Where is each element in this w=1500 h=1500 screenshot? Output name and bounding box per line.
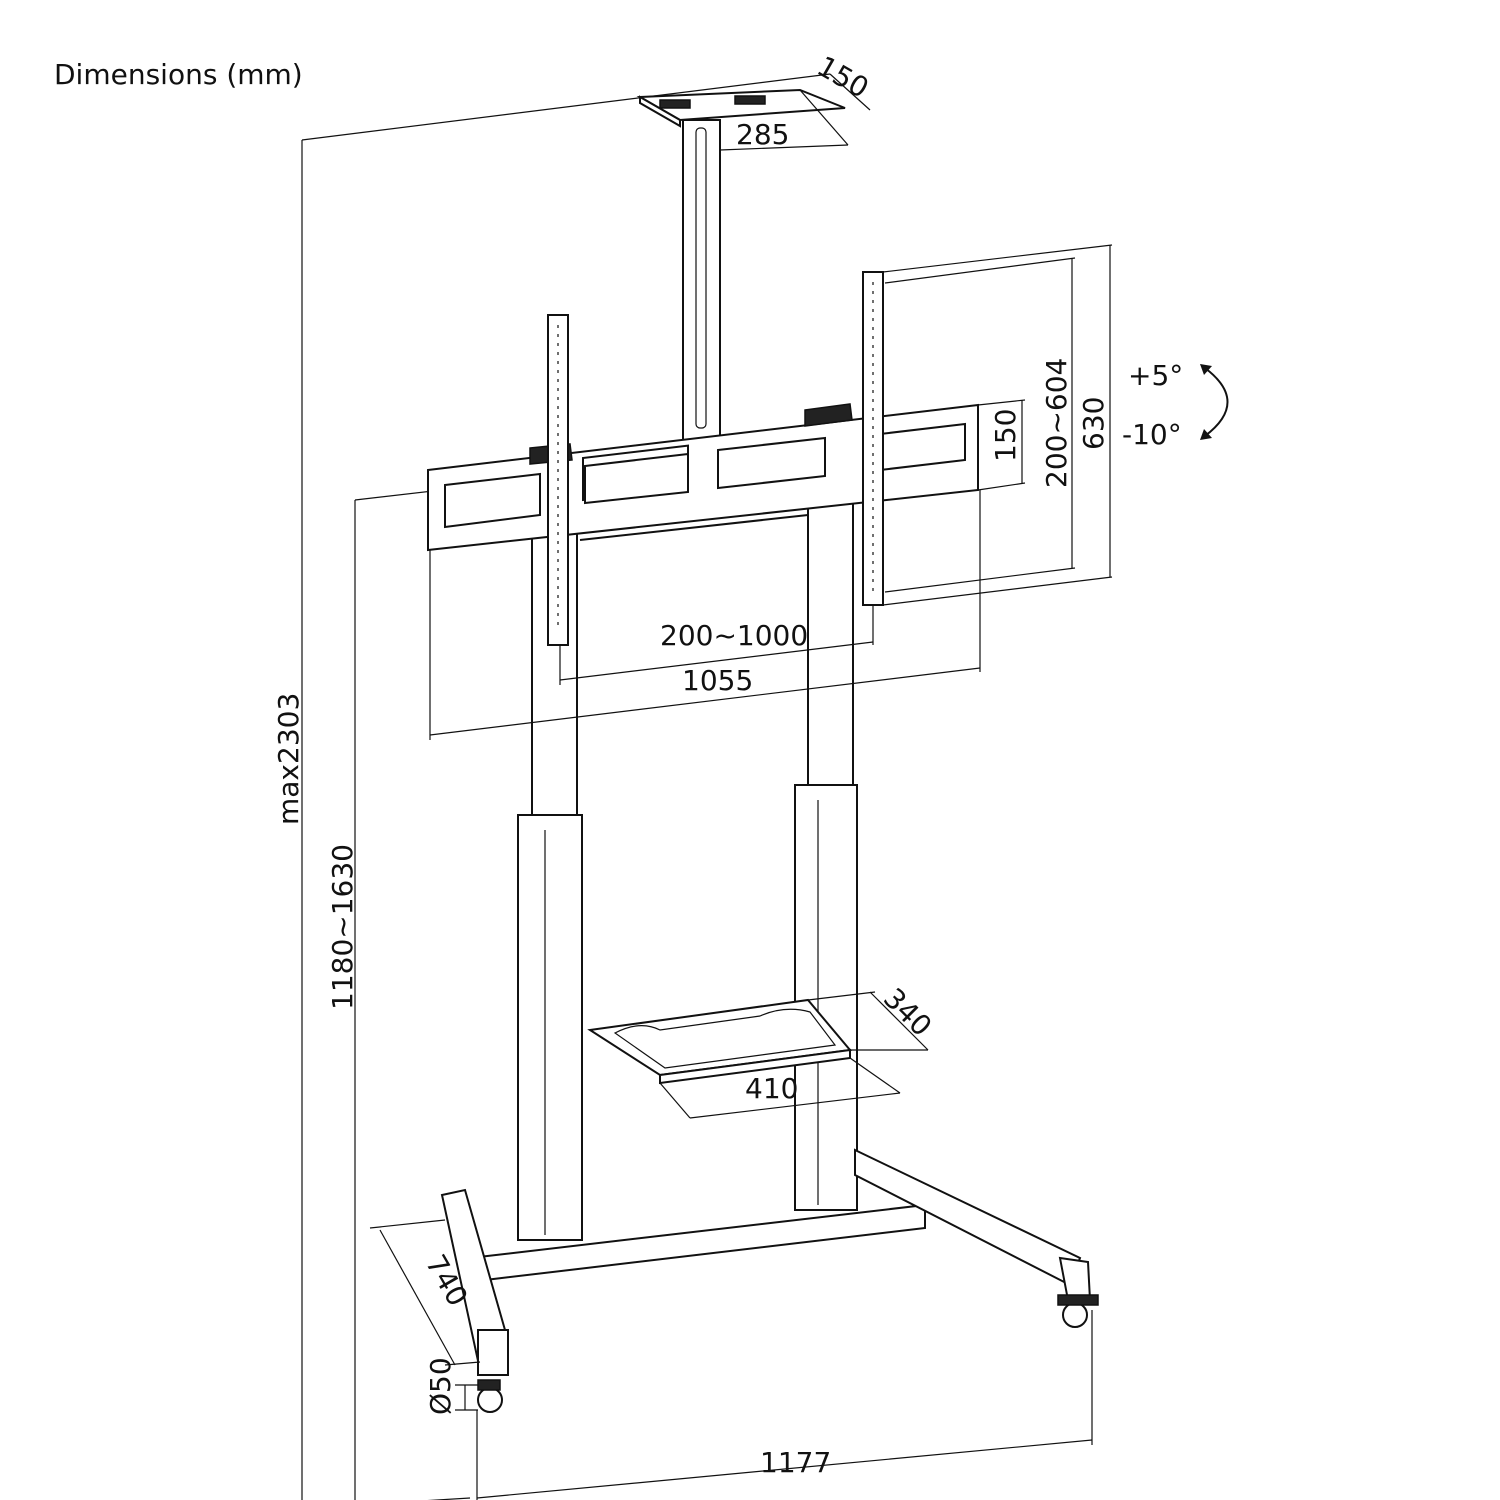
vesa-horizontal-label: 200~1000 xyxy=(660,619,808,652)
left-vesa-rail xyxy=(547,314,569,646)
top-plate-width-label: 285 xyxy=(736,118,789,151)
tilt-indicator: +5° -10° xyxy=(1122,359,1229,451)
lower-shelf: 340 410 xyxy=(587,982,938,1119)
tilt-down-label: -10° xyxy=(1122,418,1182,451)
tilt-up-label: +5° xyxy=(1128,359,1183,392)
bracket-width-dimension: 1055 xyxy=(429,490,981,740)
max-height-label: max2303 xyxy=(272,693,305,825)
left-wheel-icon xyxy=(477,1387,503,1413)
top-plate-depth-label: 150 xyxy=(812,49,875,104)
bracket-width-label: 1055 xyxy=(682,664,753,697)
vesa-vertical-label: 200~604 xyxy=(1040,358,1073,488)
shelf-width-label: 410 xyxy=(745,1072,798,1105)
vesa-horizontal-dimension: 200~1000 xyxy=(559,605,874,685)
height-range-label: 1180~1630 xyxy=(326,844,359,1010)
right-side-dimensions: 150 200~604 630 xyxy=(882,244,1113,606)
right-vesa-rail xyxy=(862,271,884,606)
wheel-diameter-dimension: Ø50 xyxy=(424,1357,478,1415)
bracket-height-label: 150 xyxy=(989,409,1022,462)
base-width-label: 1177 xyxy=(760,1446,831,1479)
height-range-dimension: 1180~1630 xyxy=(326,477,546,1500)
max-height-dimension: max2303 xyxy=(272,73,831,1500)
base-frame xyxy=(440,1148,1099,1413)
tilt-arrow-icon xyxy=(1204,367,1229,437)
base-width-dimension: 1177 xyxy=(476,1310,1093,1500)
diagram-title: Dimensions (mm) xyxy=(54,58,303,91)
right-column xyxy=(794,429,858,1211)
wheel-diameter-label: Ø50 xyxy=(424,1357,457,1415)
rail-height-label: 630 xyxy=(1077,397,1110,450)
right-wheel-icon xyxy=(1062,1302,1088,1328)
camera-shelf: 150 285 xyxy=(636,49,875,441)
shelf-depth-label: 340 xyxy=(877,982,938,1043)
